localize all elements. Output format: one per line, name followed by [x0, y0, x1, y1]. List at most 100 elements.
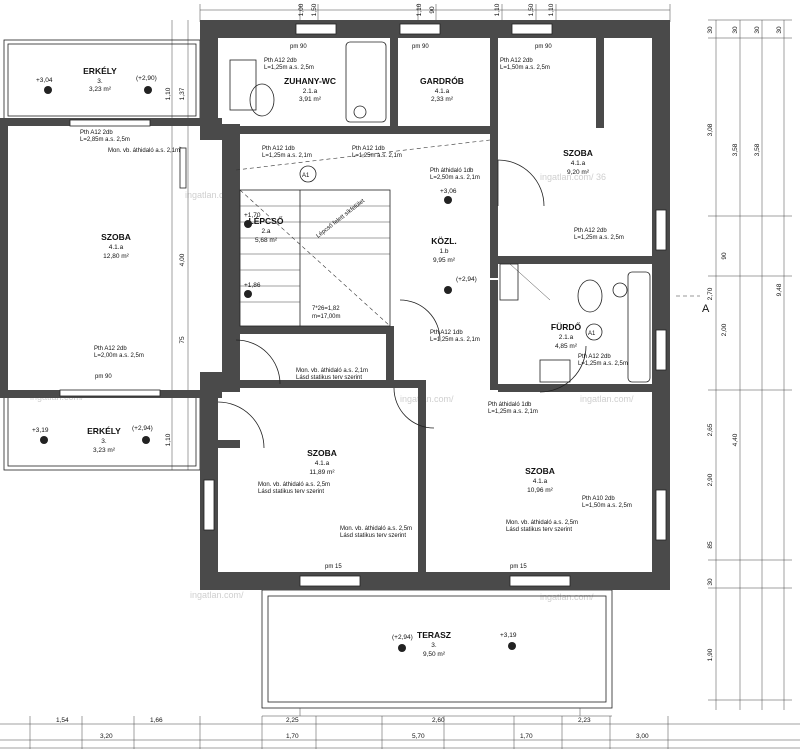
exterior-walls [0, 20, 670, 590]
axis-label: A1 [302, 173, 310, 179]
svg-text:L=1,25m a.s. 2,5m: L=1,25m a.s. 2,5m [578, 361, 628, 367]
dim-label: 2,65 [707, 423, 714, 436]
room-label: TERASZ 3. 9,50 m² [417, 630, 451, 658]
svg-text:Pth A12 2db: Pth A12 2db [94, 346, 127, 352]
svg-text:Pth A12 2db: Pth A12 2db [80, 130, 113, 136]
svg-text:L=2,00m a.s. 2,5m: L=2,00m a.s. 2,5m [94, 353, 144, 359]
room-label: SZOBA 4.1.a 9,20 m² [563, 148, 593, 176]
dim-label: 1,70 [286, 733, 299, 740]
room-label: ERKÉLY 3. 3,23 m² [83, 66, 117, 93]
dim-label: 2,60 [432, 717, 445, 724]
dim-label: 30 [707, 26, 714, 34]
dim-label: 2,00 [721, 323, 728, 336]
svg-text:LÉPCSŐ: LÉPCSŐ [249, 215, 284, 226]
svg-text:3.: 3. [431, 642, 437, 649]
svg-text:+1,86: +1,86 [244, 282, 261, 289]
dim-label: 2,70 [707, 287, 714, 300]
dim-label: 4,40 [732, 433, 739, 446]
stair-rise: 7*26=1,82 [312, 306, 340, 312]
svg-text:L=1,25m a.s. 2,1m: L=1,25m a.s. 2,1m [488, 409, 538, 415]
svg-text:L=1,25m a.s. 2,1m: L=1,25m a.s. 2,1m [430, 337, 480, 343]
room-label: KÖZL. 1.b 9,95 m² [431, 236, 457, 264]
svg-text:(+2,94): (+2,94) [392, 634, 413, 641]
svg-text:5,68 m²: 5,68 m² [255, 237, 278, 244]
svg-text:3,91 m²: 3,91 m² [299, 96, 322, 103]
svg-text:9,50 m²: 9,50 m² [423, 651, 446, 658]
dim-label: 1,50 [311, 3, 318, 16]
dim-label: 1,10 [165, 87, 172, 100]
svg-text:9,20 m²: 9,20 m² [567, 169, 590, 176]
dim-label: 5,70 [412, 733, 425, 740]
svg-text:KÖZL.: KÖZL. [431, 236, 457, 246]
svg-text:4.1.a: 4.1.a [533, 478, 548, 485]
svg-text:ERKÉLY: ERKÉLY [87, 426, 121, 436]
svg-text:Pth A12 1db: Pth A12 1db [352, 146, 385, 152]
svg-text:+3,06: +3,06 [440, 188, 457, 195]
svg-text:FÜRDŐ: FÜRDŐ [551, 321, 582, 332]
svg-text:Mon. vb. áthidaló a.s. 2,5m: Mon. vb. áthidaló a.s. 2,5m [340, 526, 412, 532]
axis-label: A1 [588, 331, 596, 337]
svg-text:Pth áthidaló 1db: Pth áthidaló 1db [488, 402, 532, 408]
svg-text:Pth áthidaló 1db: Pth áthidaló 1db [430, 168, 474, 174]
dim-label: 1,50 [528, 3, 535, 16]
svg-text:4.1.a: 4.1.a [315, 460, 330, 467]
dim-label: 1,10 [165, 433, 172, 446]
svg-text:L=2,50m a.s. 2,1m: L=2,50m a.s. 2,1m [430, 175, 480, 181]
dimension-chain-top: 1,00 1,50 1,10 90 1,10 1,50 1,10 [199, 3, 671, 22]
svg-text:L=1,25m a.s. 2,1m: L=1,25m a.s. 2,1m [352, 153, 402, 159]
room-label: ERKÉLY 3. 3,23 m² [87, 426, 121, 454]
dim-label: 90 [721, 252, 728, 260]
dim-label: 3,58 [732, 143, 739, 156]
dim-label: 3,08 [707, 123, 714, 136]
room-label: LÉPCSŐ 2.a 5,68 m² [249, 215, 284, 244]
svg-text:3,23 m²: 3,23 m² [89, 86, 112, 93]
dim-label: 75 [179, 336, 186, 344]
dim-label: 1,10 [494, 3, 501, 16]
door-swings [217, 159, 587, 449]
window-tag: pm 90 [412, 44, 429, 50]
watermark: ingatlan.com/ [540, 592, 594, 602]
svg-text:ERKÉLY: ERKÉLY [83, 66, 117, 76]
dim-label: 90 [429, 6, 436, 14]
svg-text:Pth A12 2db: Pth A12 2db [500, 58, 533, 64]
svg-text:4.1.a: 4.1.a [109, 244, 124, 251]
dim-label: 9,48 [776, 283, 783, 296]
room-label: GARDRÓB 4.1.a 2,33 m² [420, 75, 464, 103]
room-label: SZOBA 4.1.a 11,89 m² [307, 448, 337, 476]
dim-label: 30 [754, 26, 761, 34]
dim-label: 3,20 [100, 733, 113, 740]
svg-text:4.1.a: 4.1.a [435, 88, 450, 95]
svg-text:9,95 m²: 9,95 m² [433, 257, 456, 264]
section-axis: A A1 A1 [299, 165, 710, 341]
dimension-chain-right: 3,08 3,58 3,58 9,48 2,00 2,65 4,40 2,90 … [707, 19, 792, 710]
dim-label: 30 [707, 578, 714, 586]
svg-text:+3,04: +3,04 [36, 77, 53, 84]
window-tag: pm 15 [510, 564, 527, 570]
svg-text:(+2,90): (+2,90) [136, 75, 157, 82]
svg-text:+1,70: +1,70 [244, 212, 261, 219]
svg-text:Pth A12 2db: Pth A12 2db [574, 228, 607, 234]
dim-label: 1,10 [416, 3, 423, 16]
svg-text:Pth A12 2db: Pth A12 2db [578, 354, 611, 360]
svg-text:Lásd statikus terv szerint: Lásd statikus terv szerint [296, 375, 362, 381]
windows [59, 23, 667, 587]
svg-text:3,23 m²: 3,23 m² [93, 447, 116, 454]
dim-label: 1,90 [707, 648, 714, 661]
svg-text:Lásd statikus terv szerint: Lásd statikus terv szerint [506, 527, 572, 533]
svg-text:Pth A12 1db: Pth A12 1db [262, 146, 295, 152]
stair-label: Lépcső felett síkfelület [316, 198, 367, 239]
svg-text:Pth A12 2db: Pth A12 2db [264, 58, 297, 64]
watermark: ingatlan.com/ 36 [540, 172, 606, 182]
svg-text:L=1,25m a.s. 2,5m: L=1,25m a.s. 2,5m [574, 235, 624, 241]
svg-text:3.: 3. [97, 78, 103, 85]
svg-text:GARDRÓB: GARDRÓB [420, 75, 464, 86]
svg-text:1.b: 1.b [439, 248, 448, 255]
watermark: ingatlan.com/ [580, 394, 634, 404]
level-marker: +3,04 (+2,90) +3,06 (+2,94) +3,19 (+2,94… [32, 75, 517, 641]
dim-label: 1,70 [520, 733, 533, 740]
svg-text:12,80 m²: 12,80 m² [103, 253, 129, 260]
room-label: FÜRDŐ 2.1.a 4,85 m² [551, 321, 582, 350]
svg-text:Lásd statikus terv szerint: Lásd statikus terv szerint [340, 533, 406, 539]
window-tag: pm 90 [290, 44, 307, 50]
